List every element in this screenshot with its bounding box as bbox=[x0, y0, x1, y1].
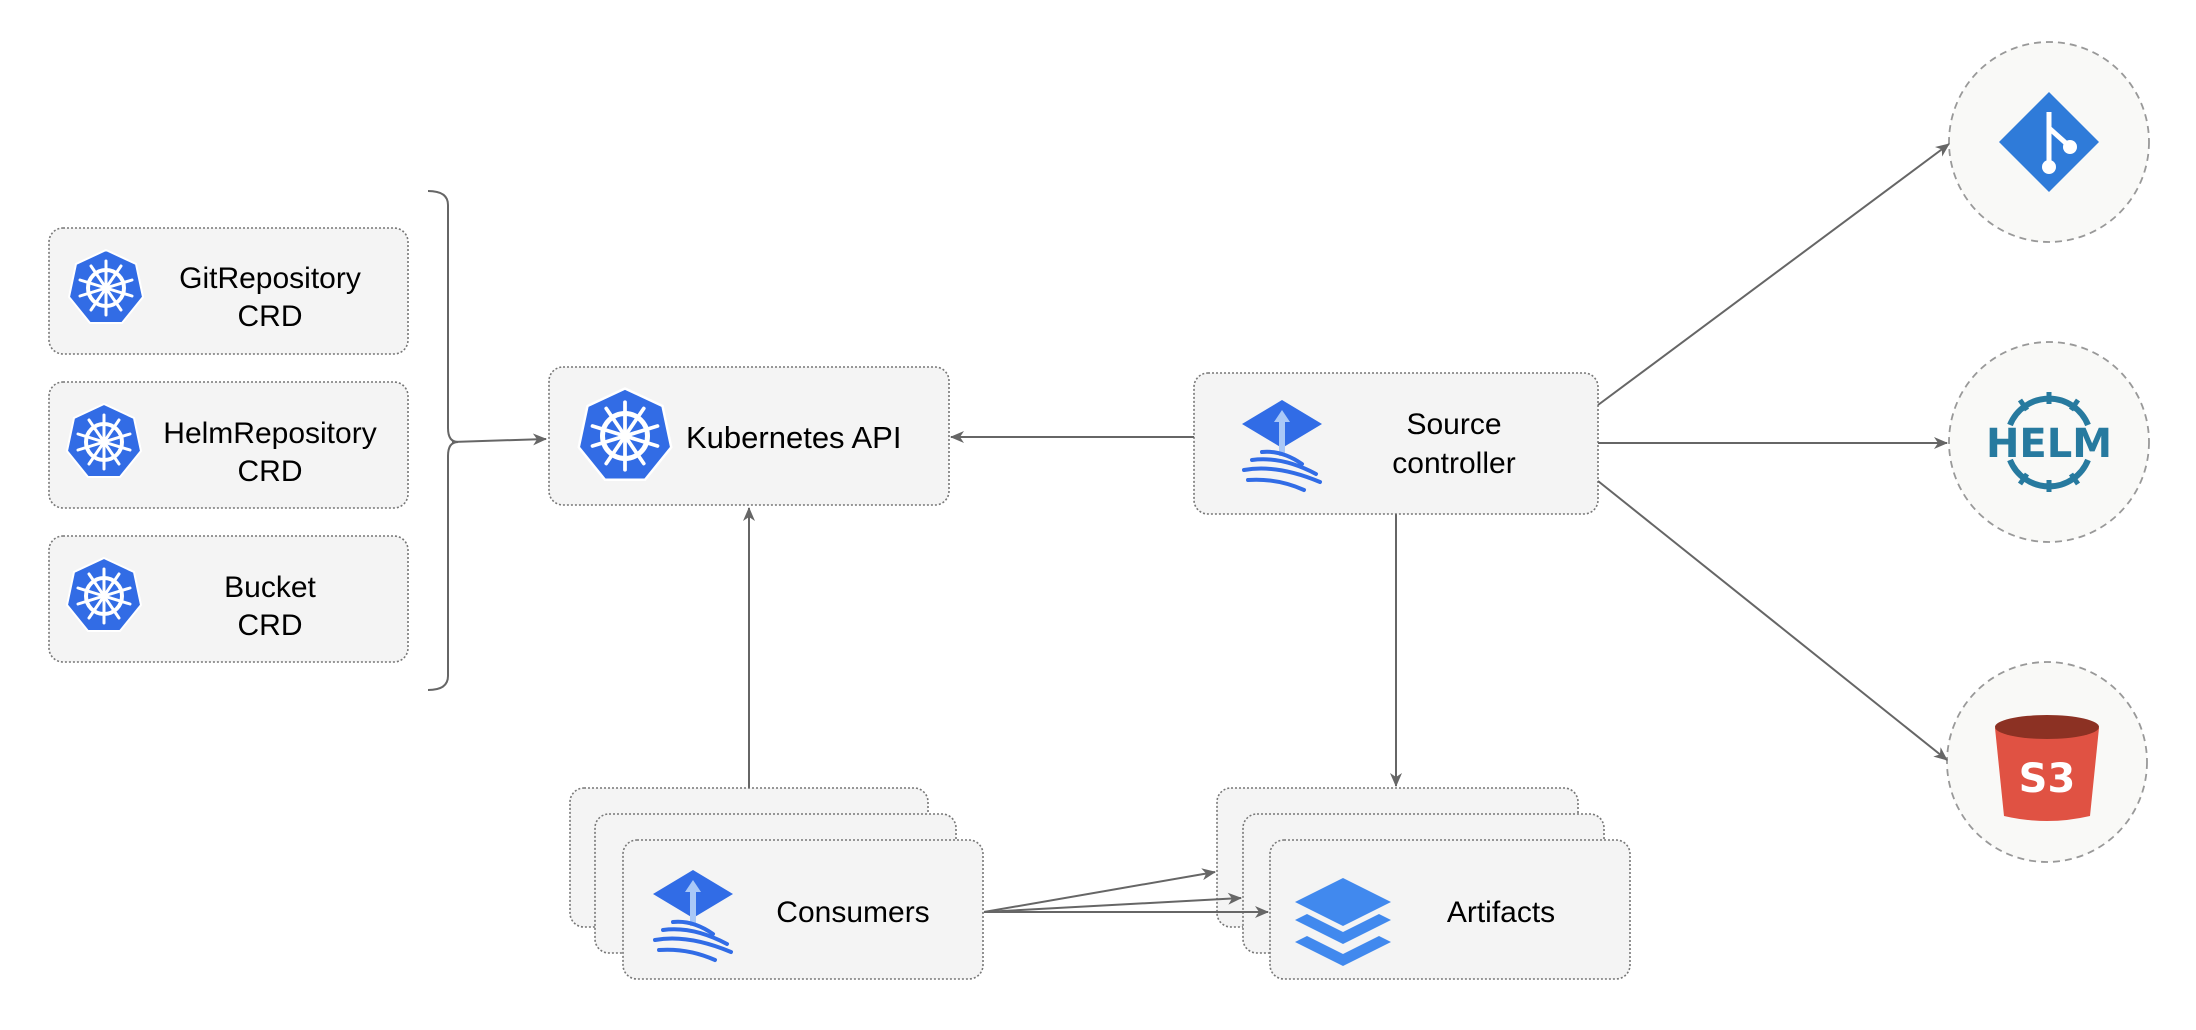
crd-sublabel: CRD bbox=[238, 455, 303, 488]
crd-label: HelmRepository bbox=[163, 417, 376, 450]
edge-consumers-to-artifact-1 bbox=[983, 868, 1216, 913]
crd-sublabel: CRD bbox=[238, 609, 303, 642]
edge-controller-to-git bbox=[1597, 143, 1950, 406]
s3-source[interactable]: S3 bbox=[1946, 661, 2148, 863]
crd-group-brace bbox=[427, 190, 459, 691]
crd-sublabel: CRD bbox=[238, 300, 303, 333]
git-source[interactable] bbox=[1948, 41, 2150, 243]
artifacts-node[interactable]: Artifacts bbox=[1216, 787, 1631, 980]
source-controller-sublabel: controller bbox=[1392, 447, 1515, 480]
s3-label: S3 bbox=[2019, 756, 2076, 802]
helm-icon: HELM bbox=[1986, 392, 2112, 492]
s3-bucket-icon: S3 bbox=[1995, 715, 2099, 821]
consumers-label: Consumers bbox=[776, 896, 929, 929]
crd-gitrepository[interactable]: GitRepository CRD bbox=[48, 227, 409, 355]
crd-label: Bucket bbox=[224, 571, 316, 604]
consumers-node[interactable]: Consumers bbox=[569, 787, 984, 980]
kubernetes-api-label: Kubernetes API bbox=[686, 420, 901, 455]
edge-crds-to-api bbox=[451, 433, 547, 446]
edge-consumers-to-artifact-2 bbox=[983, 892, 1242, 913]
edge-controller-to-s3 bbox=[1597, 480, 1948, 761]
crd-label: GitRepository bbox=[179, 262, 361, 295]
crd-bucket[interactable]: Bucket CRD bbox=[48, 535, 409, 663]
crd-helmrepository[interactable]: HelmRepository CRD bbox=[48, 381, 409, 509]
artifacts-label: Artifacts bbox=[1447, 896, 1555, 929]
git-icon bbox=[1999, 92, 2099, 192]
helm-label: HELM bbox=[1986, 421, 2112, 467]
kubernetes-api-node[interactable]: Kubernetes API bbox=[548, 366, 950, 506]
source-controller-label: Source bbox=[1406, 408, 1501, 441]
source-controller-node[interactable]: Source controller bbox=[1193, 372, 1599, 515]
helm-source[interactable]: HELM bbox=[1948, 341, 2150, 543]
